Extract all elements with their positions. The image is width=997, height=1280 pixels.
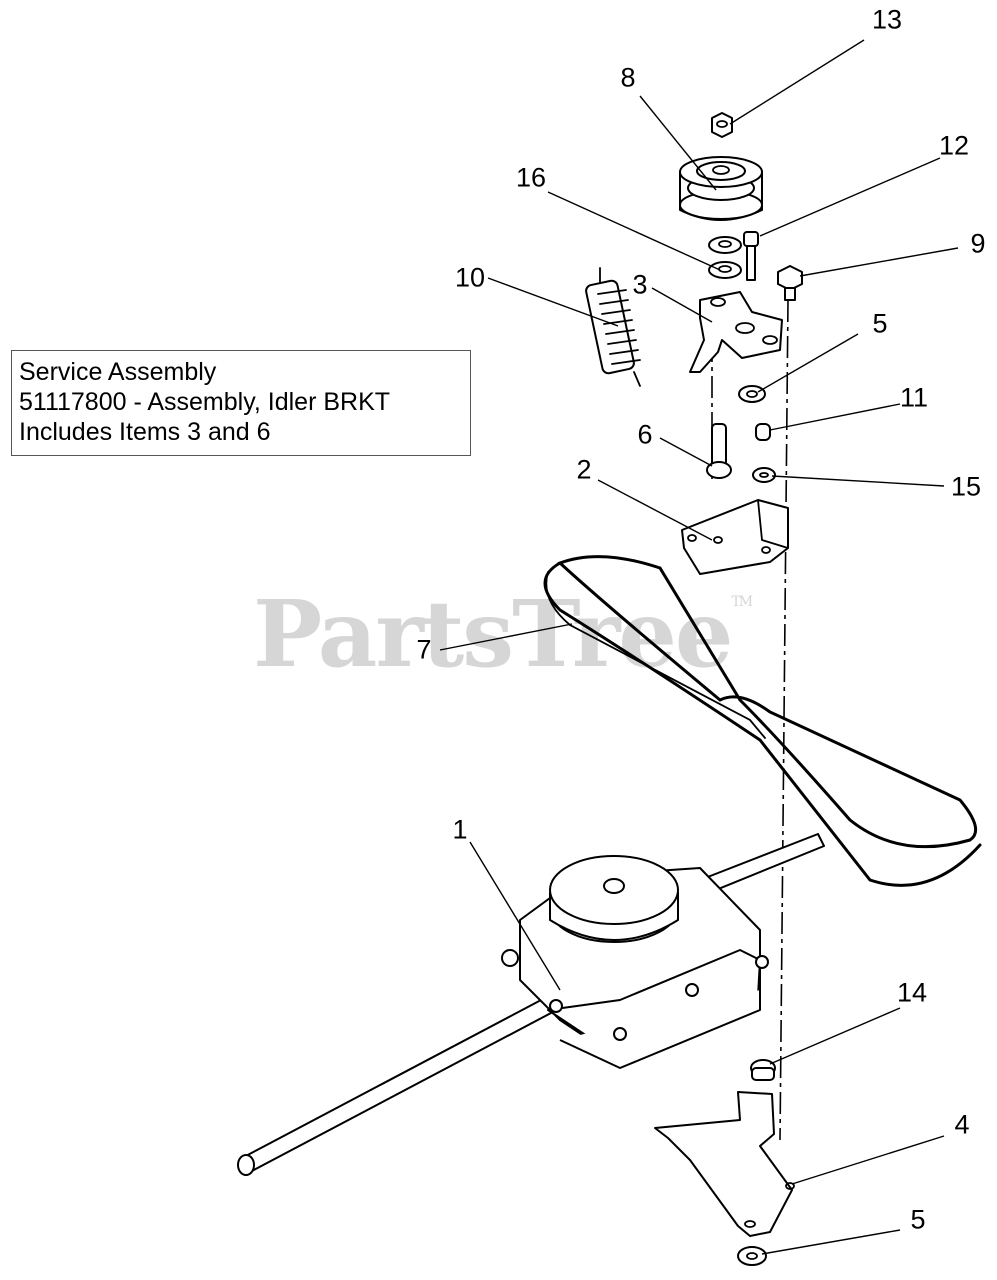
item-10-spring: [585, 267, 641, 387]
item-11-pin: [755, 423, 771, 441]
item-12-pin: [743, 231, 759, 281]
callout-15[interactable]: 15: [950, 471, 982, 502]
callout-9[interactable]: 9: [970, 228, 986, 259]
item-3-idler-bracket: [689, 291, 783, 373]
callout-3[interactable]: 3: [632, 269, 648, 300]
callout-14[interactable]: 14: [896, 977, 928, 1008]
leader-lines: [439, 39, 959, 1255]
item-5-washer-upper: [738, 385, 766, 403]
item-7-belt: [543, 555, 982, 887]
item-8-pulley: [679, 156, 763, 221]
item-5-washer-lower: [737, 1246, 767, 1266]
callout-4[interactable]: 4: [954, 1109, 970, 1140]
callout-10[interactable]: 10: [454, 262, 486, 293]
callout-5-upper[interactable]: 5: [872, 308, 888, 339]
item-13-nut: [711, 112, 733, 138]
item-1-transmission: [237, 833, 825, 1176]
center-line: [779, 299, 789, 1141]
callout-2[interactable]: 2: [576, 454, 592, 485]
callout-8[interactable]: 8: [620, 62, 636, 93]
callout-13[interactable]: 13: [871, 4, 903, 35]
callout-11[interactable]: 11: [899, 382, 929, 413]
callout-16[interactable]: 16: [515, 162, 547, 193]
item-16-washers: [708, 236, 742, 279]
item-4-bracket: [654, 1091, 795, 1237]
item-2-bracket: [681, 499, 789, 575]
service-assembly-note: Service Assembly 51117800 - Assembly, Id…: [11, 350, 471, 456]
item-15-washer: [752, 467, 776, 483]
callout-5-lower[interactable]: 5: [910, 1204, 926, 1235]
service-note-line-2: 51117800 - Assembly, Idler BRKT: [19, 388, 391, 416]
callout-12[interactable]: 12: [938, 130, 970, 161]
item-6-pivot: [706, 423, 732, 479]
item-9-bolt: [777, 265, 803, 301]
service-note-line-3: Includes Items 3 and 6: [19, 418, 271, 446]
callout-1[interactable]: 1: [452, 814, 468, 845]
item-14-nut: [750, 1059, 776, 1081]
callout-6[interactable]: 6: [637, 419, 653, 450]
callout-7[interactable]: 7: [416, 634, 432, 665]
service-note-line-1: Service Assembly: [19, 358, 217, 386]
watermark-tm: TM: [731, 594, 753, 610]
